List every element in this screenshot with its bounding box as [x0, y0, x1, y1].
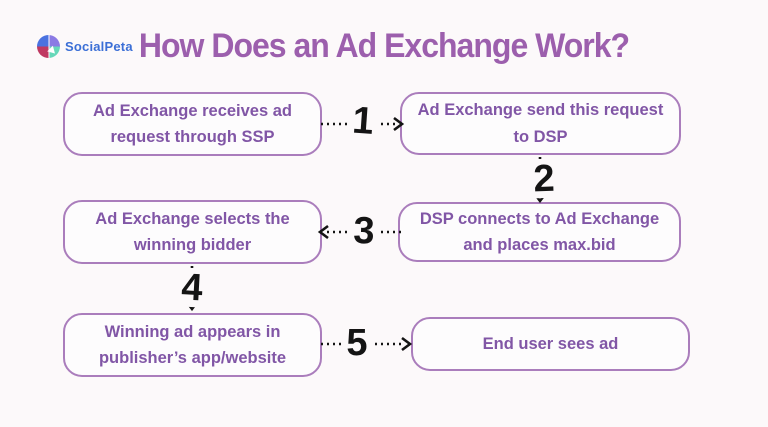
flow-box-label: Winning ad appears in publisher’s app/we…: [98, 322, 287, 367]
brand-logo: SocialPeta: [37, 35, 133, 58]
flow-box-receive-ssp: Ad Exchange receives ad request through …: [63, 92, 322, 156]
flow-box-label: Ad Exchange selects the winning bidder: [95, 209, 290, 254]
flow-box-label: DSP connects to Ad Exchange and places m…: [419, 209, 660, 254]
flow-box-label: Ad Exchange receives ad request through …: [92, 101, 292, 146]
brand-name: SocialPeta: [65, 39, 133, 54]
flow-box-end-user: End user sees ad: [411, 317, 690, 371]
step-number-2: 2: [528, 158, 560, 200]
flow-box-winning-ad: Winning ad appears in publisher’s app/we…: [63, 313, 322, 377]
flow-box-label: Ad Exchange send this request to DSP: [417, 101, 664, 146]
pie-chart-logo-icon: [37, 35, 60, 58]
step-number-5: 5: [342, 324, 372, 363]
dotted-arrow-right-step5: [321, 336, 413, 352]
flow-box-label: End user sees ad: [482, 334, 619, 353]
flow-box-select-winner: Ad Exchange selects the winning bidder: [63, 200, 322, 264]
flow-box-send-dsp: Ad Exchange send this request to DSP: [400, 92, 681, 155]
step-number-1: 1: [347, 100, 379, 143]
step-number-3: 3: [348, 210, 380, 253]
step-number-4: 4: [176, 266, 208, 310]
page-title: How Does an Ad Exchange Work?: [138, 25, 630, 65]
flow-box-dsp-max-bid: DSP connects to Ad Exchange and places m…: [398, 202, 681, 262]
